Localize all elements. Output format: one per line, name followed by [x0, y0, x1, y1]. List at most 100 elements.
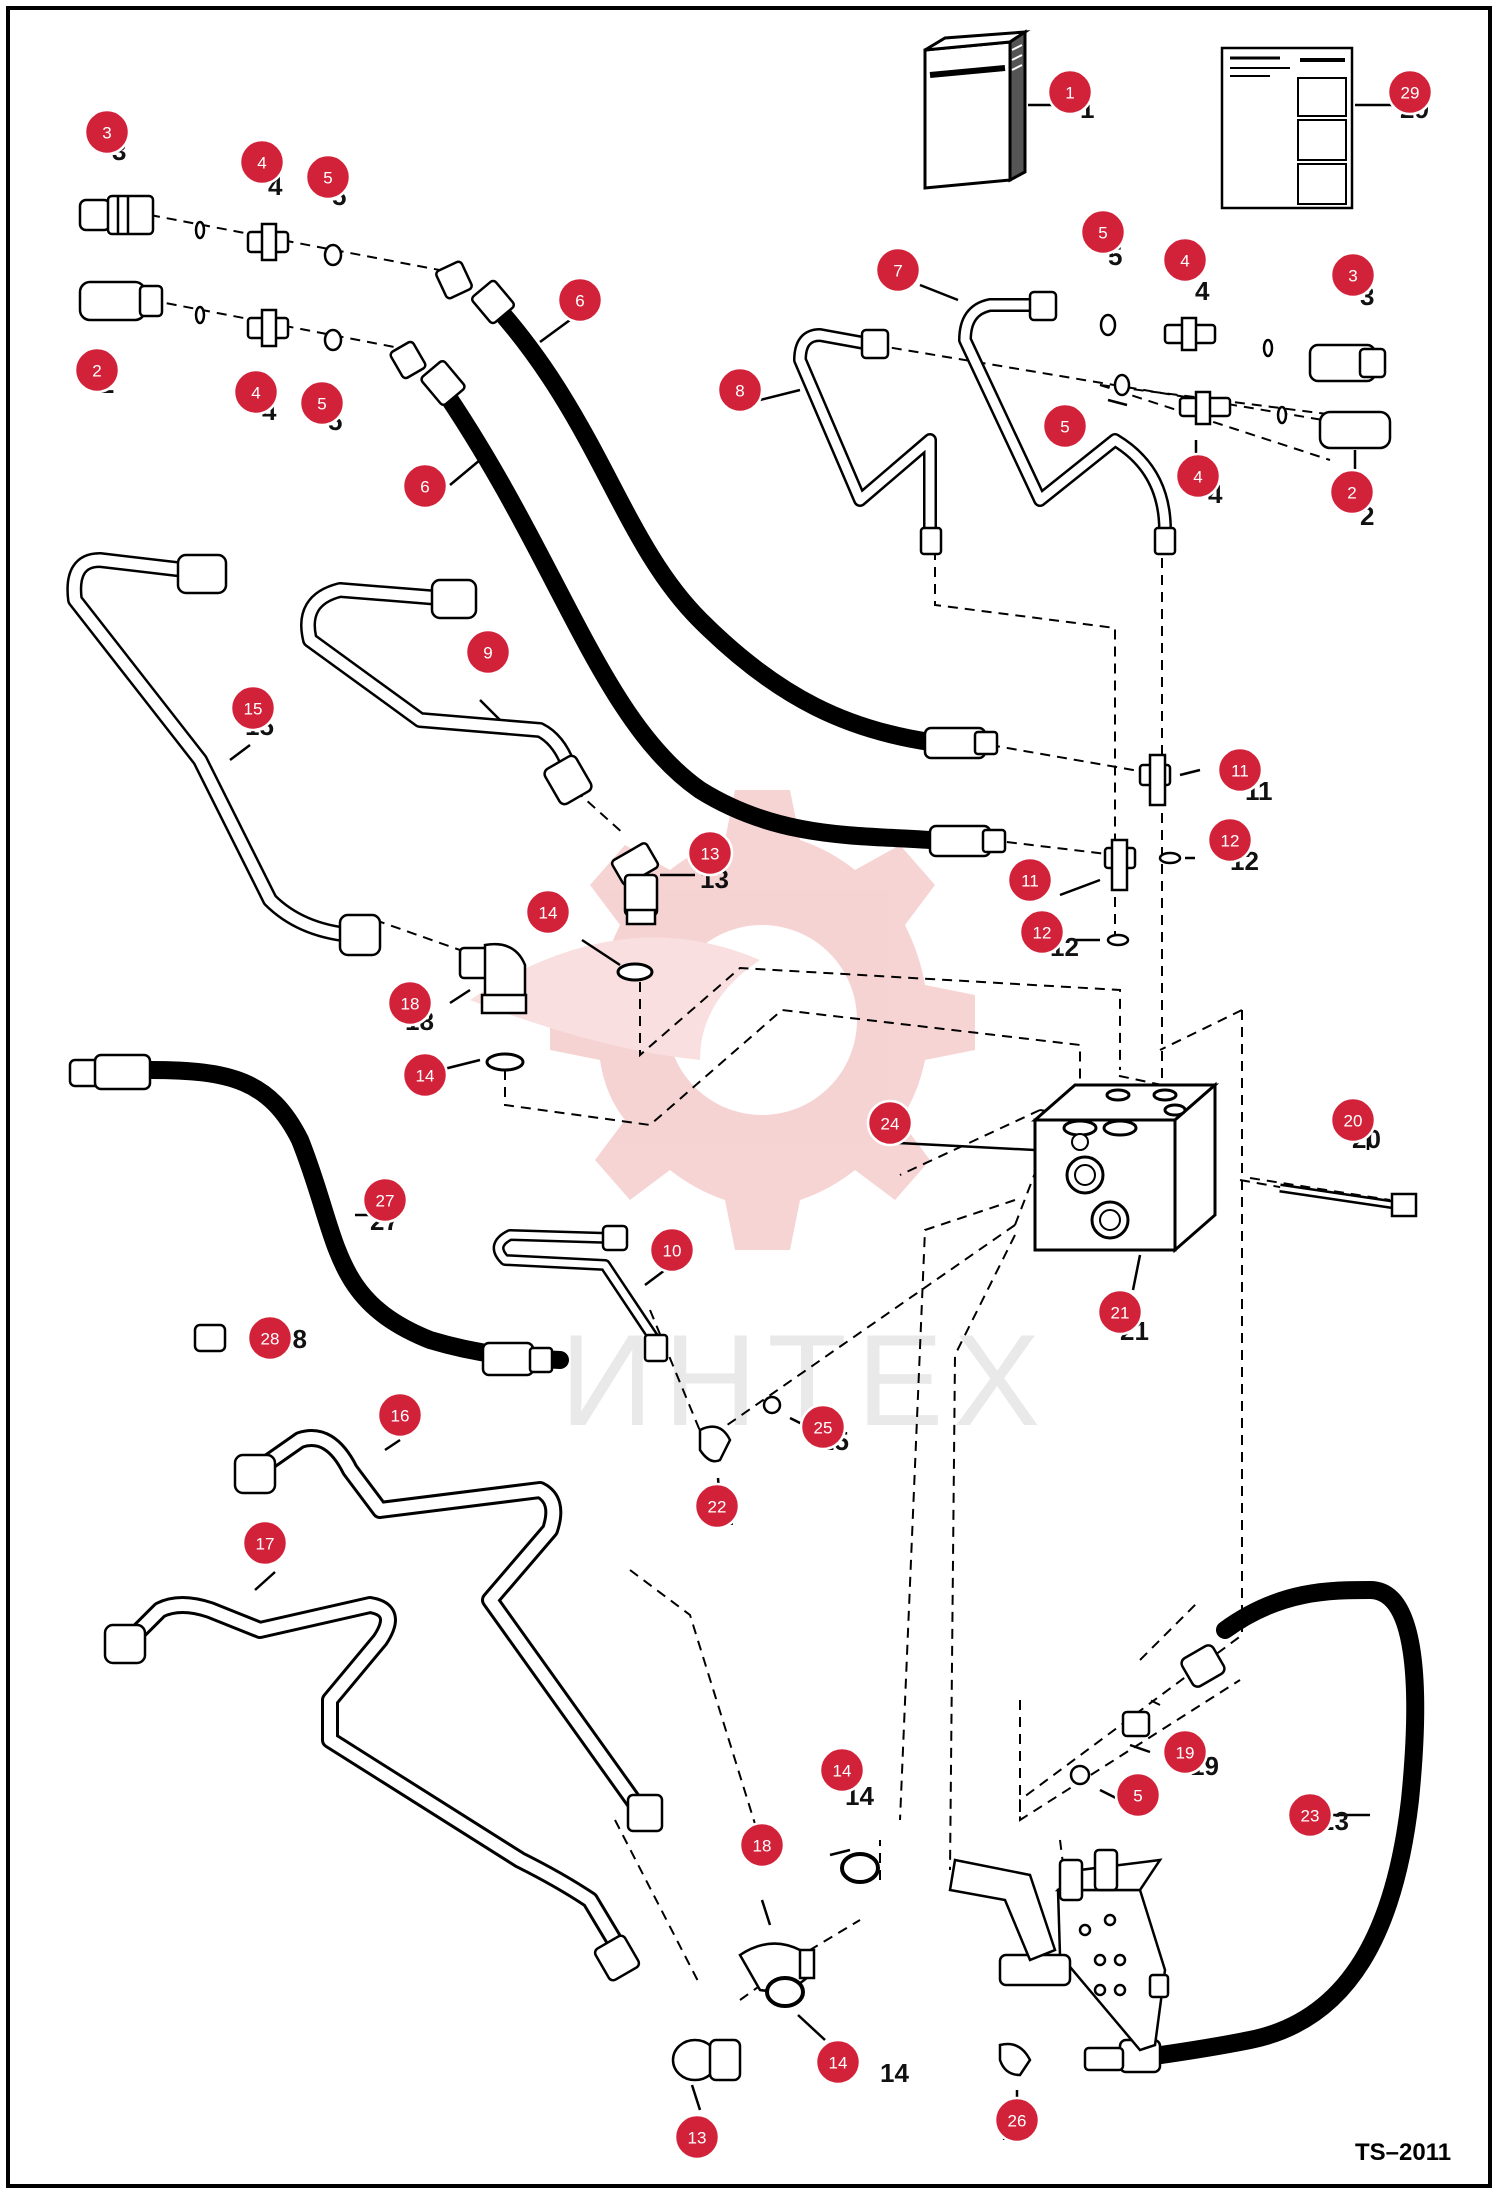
callout-marker [1006, 856, 1054, 904]
callout-marker [232, 368, 280, 416]
svg-text:4: 4 [1195, 276, 1210, 306]
callout-label: 14 [829, 2054, 848, 2073]
callout-label: 14 [539, 904, 558, 923]
callout-marker [686, 829, 734, 877]
callout-4: 4 [1161, 236, 1209, 284]
callout-15: 15 [229, 684, 277, 732]
callout-marker [693, 1482, 741, 1530]
callout-13: 13 [686, 829, 734, 877]
decal-sheet [1220, 46, 1354, 210]
callout-6: 6 [401, 462, 449, 510]
callout-14: 14 [818, 1746, 866, 1794]
callout-2: 2 [73, 346, 121, 394]
callout-label: 6 [575, 292, 584, 311]
callout-marker [1041, 402, 1089, 450]
tee-fittings-11 [1103, 753, 1172, 892]
callout-25: 25 [799, 1403, 847, 1451]
callout-label: 9 [483, 644, 492, 663]
callout-13: 13 [673, 2113, 721, 2161]
callout-marker [799, 1403, 847, 1451]
callout-marker [1161, 1728, 1209, 1776]
callout-label: 8 [735, 382, 744, 401]
callout-4: 4 [1174, 452, 1222, 500]
callout-26: 26 [993, 2096, 1041, 2144]
callout-marker [304, 153, 352, 201]
callout-marker [376, 1391, 424, 1439]
tube-15 [66, 552, 358, 943]
callout-marker [524, 888, 572, 936]
callout-5: 5 [1079, 208, 1127, 256]
callout-label: 16 [391, 1407, 410, 1426]
callout-marker [238, 138, 286, 186]
callout-3: 3 [1329, 251, 1377, 299]
right-couplers [1099, 313, 1392, 450]
callout-label: 18 [753, 1837, 772, 1856]
callout-label: 20 [1344, 1112, 1363, 1131]
tubes-16-17 [113, 1429, 648, 1955]
manual-book [923, 29, 1031, 190]
callout-marker [874, 246, 922, 294]
callout-marker [556, 276, 604, 324]
callout-17: 17 [241, 1519, 289, 1567]
callout-marker [1286, 1791, 1334, 1839]
callout-marker [1046, 68, 1094, 116]
callout-label: 12 [1221, 832, 1240, 851]
callout-4: 4 [232, 368, 280, 416]
callout-9: 9 [464, 628, 512, 676]
o-ring-25 [762, 1395, 782, 1415]
callout-29: 29 [1386, 68, 1434, 116]
callout-marker [361, 1176, 409, 1224]
callout-marker [246, 1314, 294, 1362]
callout-20: 20 [1329, 1096, 1377, 1144]
callout-label: 3 [102, 124, 111, 143]
callout-label: 4 [257, 154, 266, 173]
callout-label: 11 [1021, 872, 1039, 891]
callout-label: 25 [814, 1419, 833, 1438]
callout-label: 5 [317, 395, 326, 414]
callout-27: 27 [361, 1176, 409, 1224]
callout-label: 15 [244, 700, 263, 719]
callout-10: 10 [648, 1226, 696, 1274]
callout-3: 3 [83, 108, 131, 156]
callout-marker [298, 379, 346, 427]
callout-marker [1206, 816, 1254, 864]
callout-label: 29 [1401, 84, 1420, 103]
callout-18: 18 [738, 1821, 786, 1869]
callout-label: 14 [416, 1067, 435, 1086]
elbow-fitting-13 [610, 842, 660, 926]
callout-label: 5 [1098, 224, 1107, 243]
callout-label: 7 [893, 262, 902, 281]
callout-21: 21 [1096, 1288, 1144, 1336]
callout-marker [1096, 1288, 1144, 1336]
callout-label: 23 [1301, 1807, 1320, 1826]
callout-16: 16 [376, 1391, 424, 1439]
callout-14: 14 [524, 888, 572, 936]
callout-19: 19 [1161, 1728, 1209, 1776]
callout-label: 24 [881, 1115, 900, 1134]
callout-marker [1018, 908, 1066, 956]
callout-marker [229, 684, 277, 732]
callout-label: 13 [688, 2129, 707, 2148]
callout-marker [83, 108, 131, 156]
callout-label: 12 [1033, 924, 1052, 943]
valve-block-21 [1031, 1081, 1219, 1254]
callout-marker [401, 1051, 449, 1099]
elbow-fitting-18 [458, 942, 528, 1015]
assembly-lines [149, 214, 1391, 2001]
callout-7: 7 [874, 246, 922, 294]
callout-label: 3 [1348, 267, 1357, 286]
callout-label: 26 [1008, 2112, 1027, 2131]
callout-marker [1174, 452, 1222, 500]
fitting-19 [1121, 1710, 1151, 1738]
callout-label: 19 [1176, 1744, 1195, 1763]
fitting-22 [698, 1425, 732, 1463]
hose-27 [68, 1053, 569, 1377]
callout-marker [866, 1099, 914, 1147]
callout-23: 23 [1286, 1791, 1334, 1839]
drawing-code: TS–2011 [1355, 2139, 1451, 2166]
callout-marker [241, 1519, 289, 1567]
callout-marker [386, 979, 434, 1027]
lower-valve-assembly [948, 1848, 1170, 2077]
callout-28: 28 [246, 1314, 294, 1362]
